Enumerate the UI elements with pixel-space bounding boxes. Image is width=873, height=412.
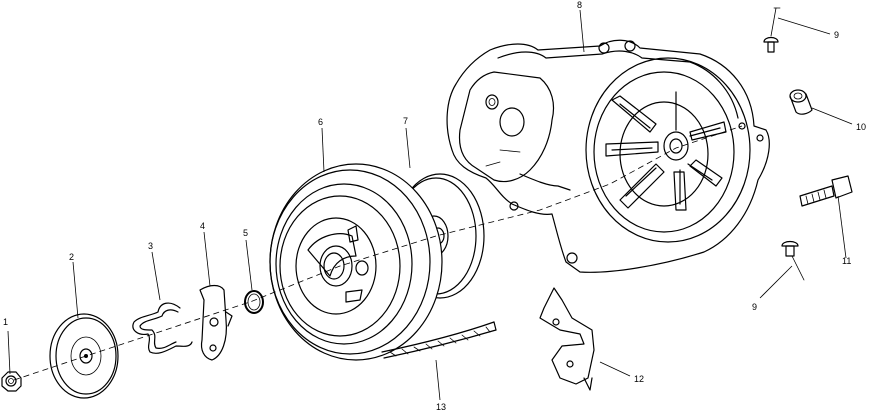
callout-2: 2 <box>69 252 74 262</box>
part-10-bushing <box>789 89 813 115</box>
part-9-rivet-bottom <box>781 240 805 281</box>
part-13-rope <box>381 321 497 359</box>
assembly-axis-line <box>13 125 743 381</box>
part-6-rewind-pulley <box>269 163 443 361</box>
callout-12: 12 <box>634 374 644 384</box>
callout-1: 1 <box>3 317 8 327</box>
callout-6: 6 <box>318 117 323 127</box>
part-2-pulley-cover <box>49 313 119 399</box>
callout-7: 7 <box>403 116 408 126</box>
part-12-bracket <box>539 287 595 391</box>
part-3-spring-clip <box>132 302 193 354</box>
callout-8: 8 <box>577 0 582 10</box>
callout-13: 13 <box>436 402 446 412</box>
part-9-rivet-top <box>763 7 781 53</box>
part-1-nut <box>1 371 22 392</box>
callout-5: 5 <box>243 228 248 238</box>
part-8-starter-housing <box>446 39 770 273</box>
part-4-pawl <box>199 284 233 361</box>
callout-4: 4 <box>200 221 205 231</box>
callout-9-bottom: 9 <box>752 302 757 312</box>
leader-lines <box>7 9 853 401</box>
callout-9-top: 9 <box>834 30 839 40</box>
callout-10: 10 <box>856 122 866 132</box>
callout-labels: 1 2 3 4 5 6 7 8 9 10 11 9 12 13 <box>3 0 866 412</box>
callout-11: 11 <box>842 256 851 266</box>
part-5-spring-ring <box>244 290 264 314</box>
part-11-bolt <box>799 175 853 207</box>
callout-3: 3 <box>148 241 153 251</box>
